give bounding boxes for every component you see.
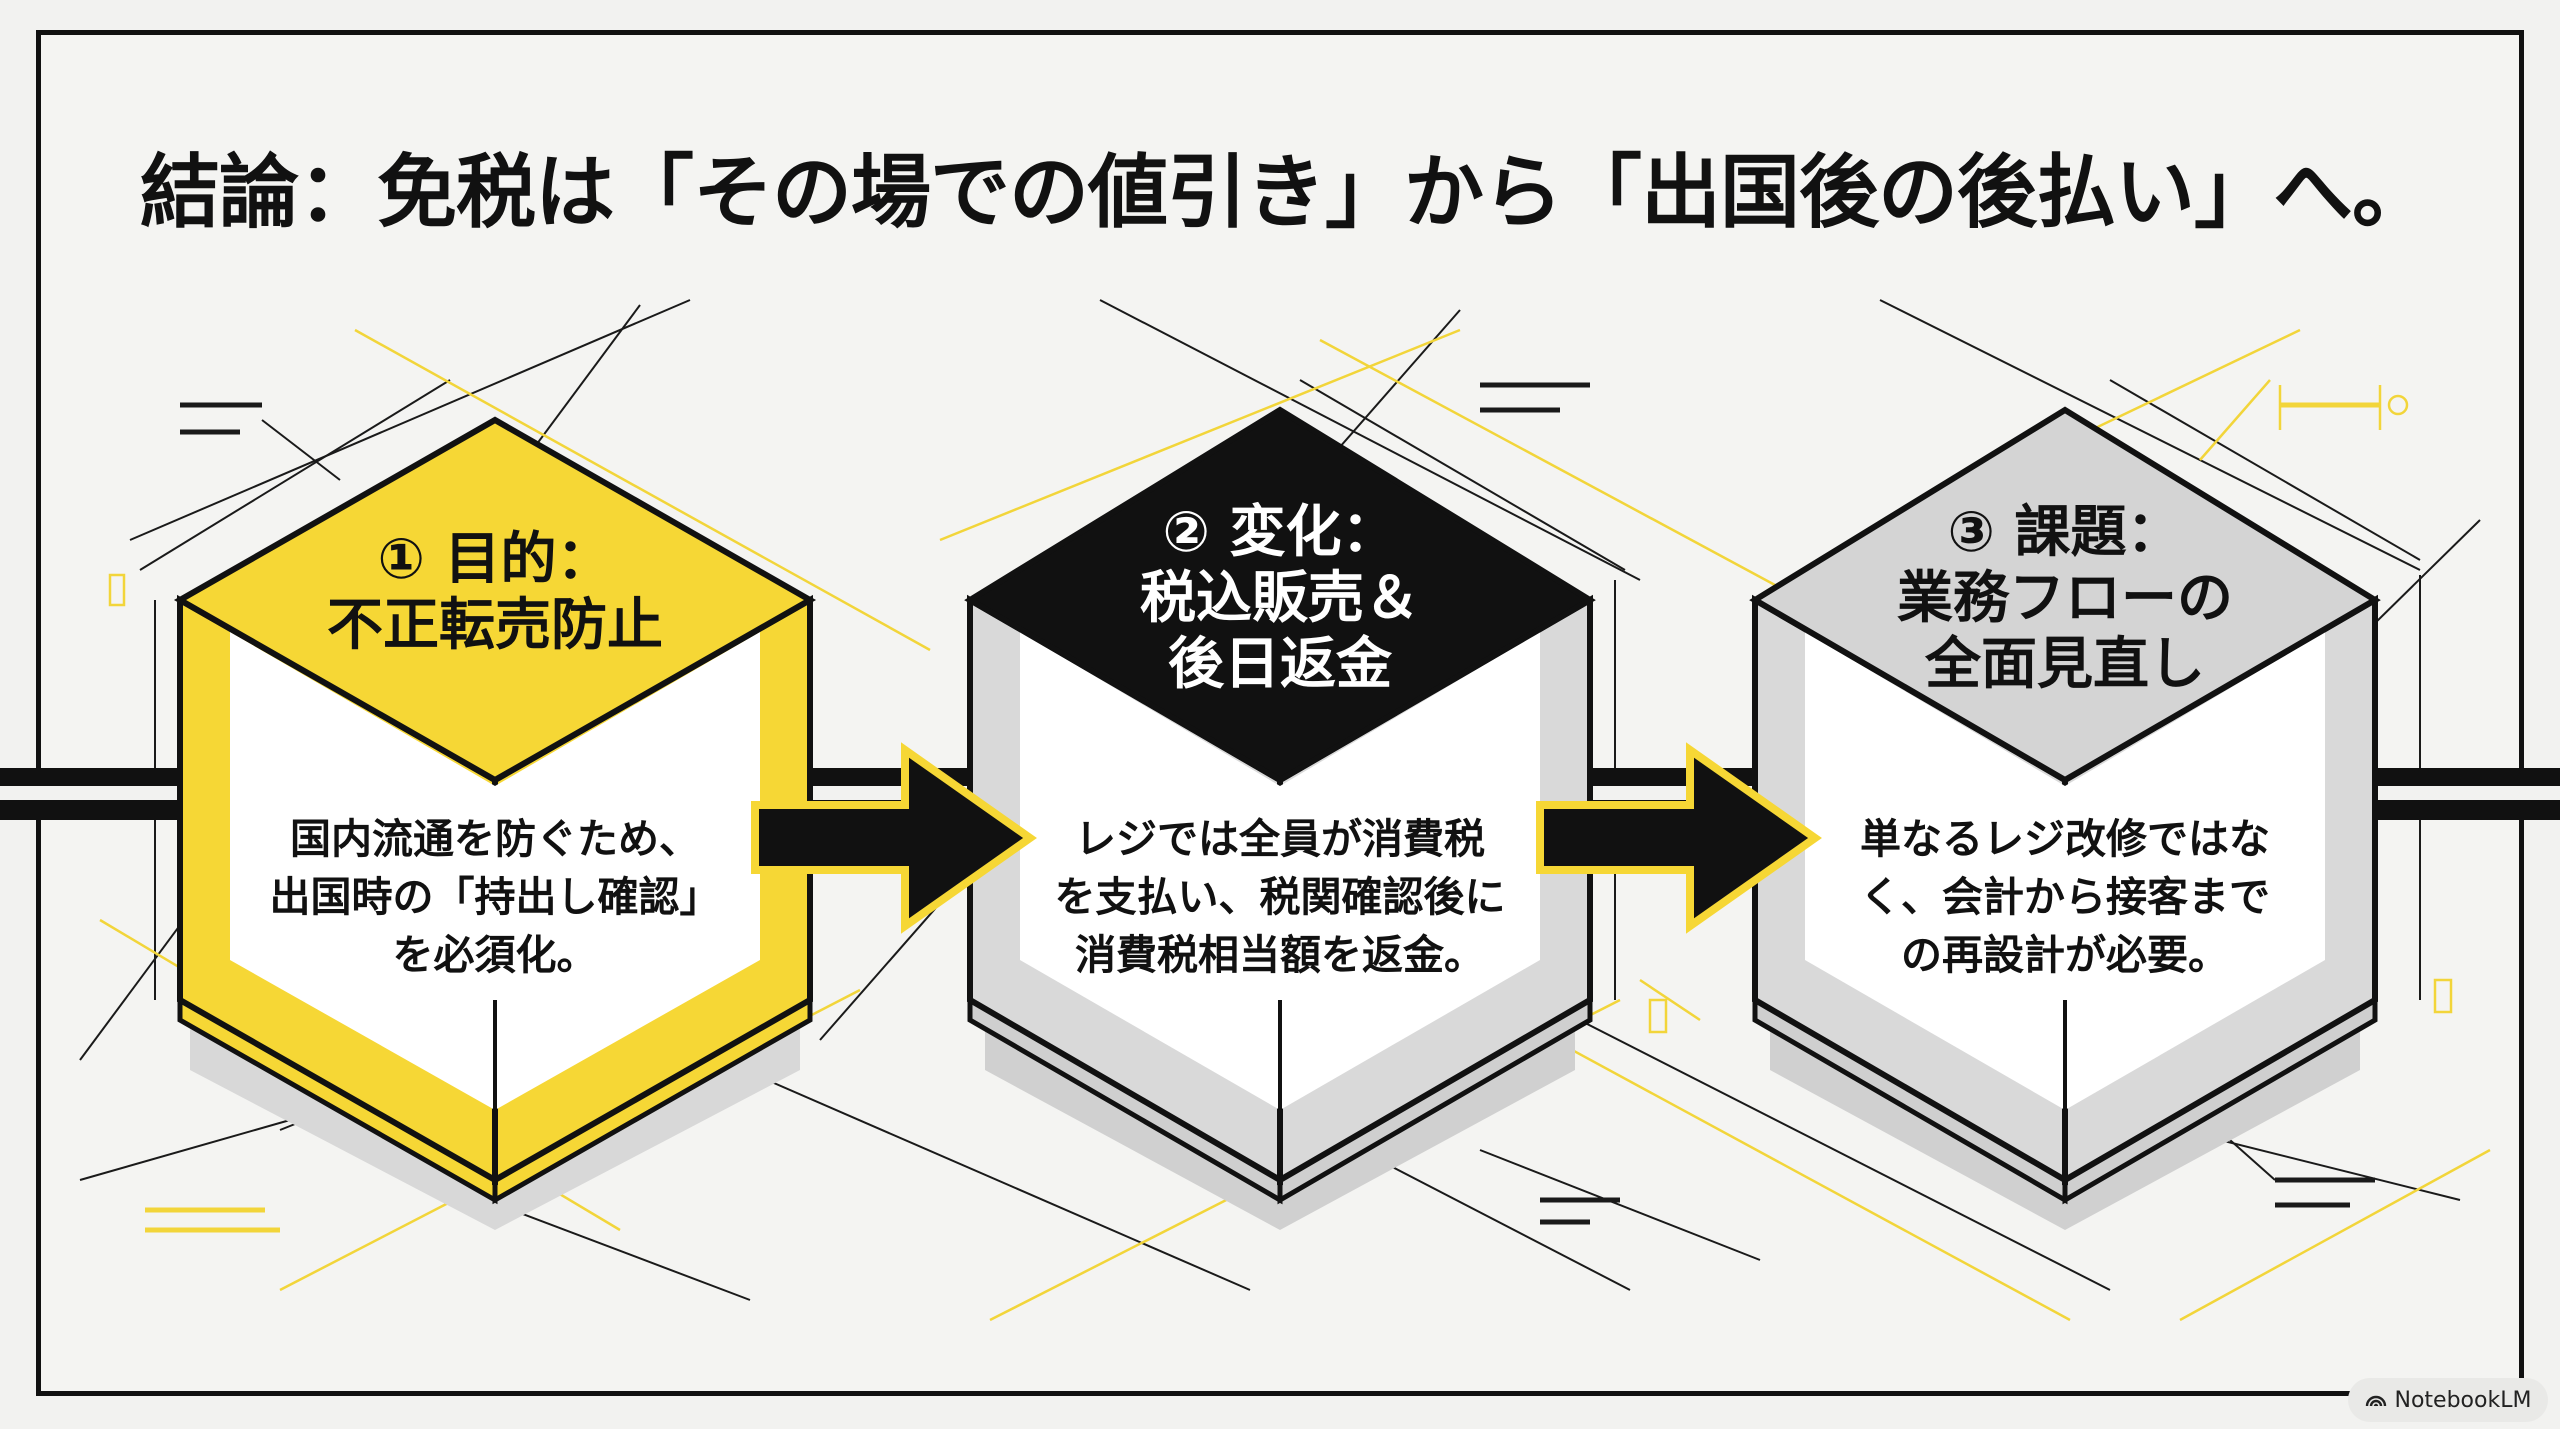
badge-label: NotebookLM [2394, 1387, 2532, 1413]
cube-3 [1749, 406, 2381, 1230]
arrow-right-icon [751, 742, 1037, 934]
notebooklm-badge: NotebookLM [2348, 1378, 2548, 1422]
cube-1-title: ① 目的： 不正転売防止 [327, 527, 663, 658]
arrow-right-icon [1536, 742, 1822, 934]
cube-2-title: ② 変化： 税込販売＆ 後日返金 [1140, 500, 1420, 697]
cube-1 [173, 416, 817, 1230]
headline: 結論：免税は「その場での値引き」から「出国後の後払い」へ。 [140, 146, 2432, 239]
cube-3-body: 単なるレジ改修ではな く、会計から接客まで の再設計が必要。 [1860, 815, 2270, 979]
notebooklm-logo-icon [2365, 1388, 2387, 1412]
cube-1-body: 国内流通を防ぐため、 出国時の「持出し確認」 を必須化。 [269, 815, 721, 979]
cube-3-title: ③ 課題： 業務フローの 全面見直し [1897, 500, 2233, 697]
cube-2-body: レジでは全員が消費税 を支払い、税関確認後に 消費税相当額を返金。 [1054, 815, 1506, 979]
cube-2 [964, 406, 1596, 1230]
